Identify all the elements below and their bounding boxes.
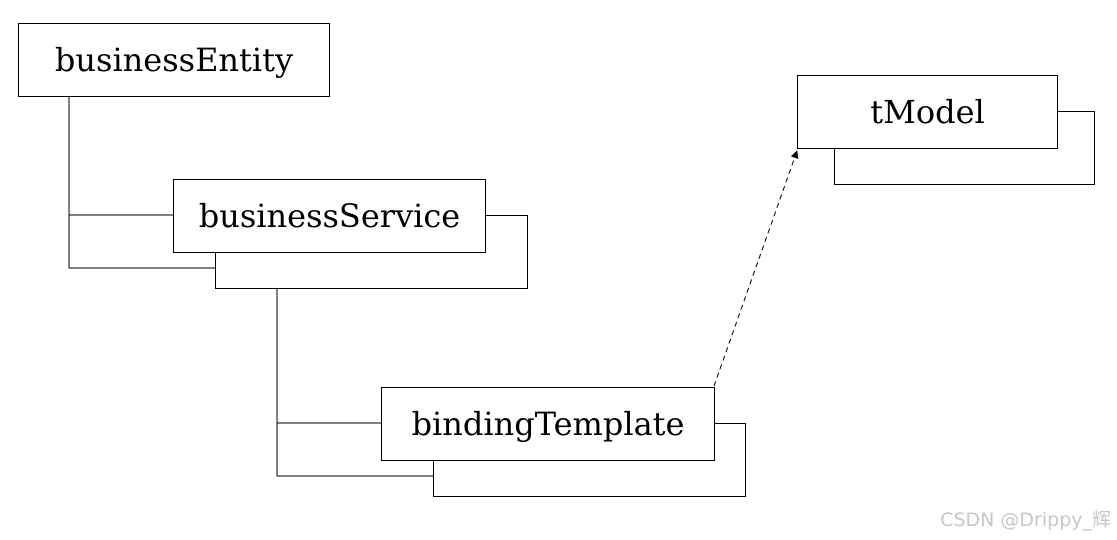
entity-service-shadow-connector [68,215,215,269]
tmodel-reference-arrow [713,150,799,387]
binding-template-label: bindingTemplate [411,405,685,443]
binding-template-box: bindingTemplate [381,387,715,461]
entity-service-connector [68,96,173,216]
business-entity-box: businessEntity [18,23,330,97]
tmodel-box: tModel [797,75,1058,149]
service-binding-connector [276,289,381,424]
business-service-label: businessService [198,197,461,235]
watermark: CSDN @Drippy_辉 [940,509,1111,531]
service-binding-shadow-connector [276,423,433,477]
business-entity-label: businessEntity [54,41,294,79]
business-service-box: businessService [173,179,486,253]
tmodel-label: tModel [870,93,985,131]
